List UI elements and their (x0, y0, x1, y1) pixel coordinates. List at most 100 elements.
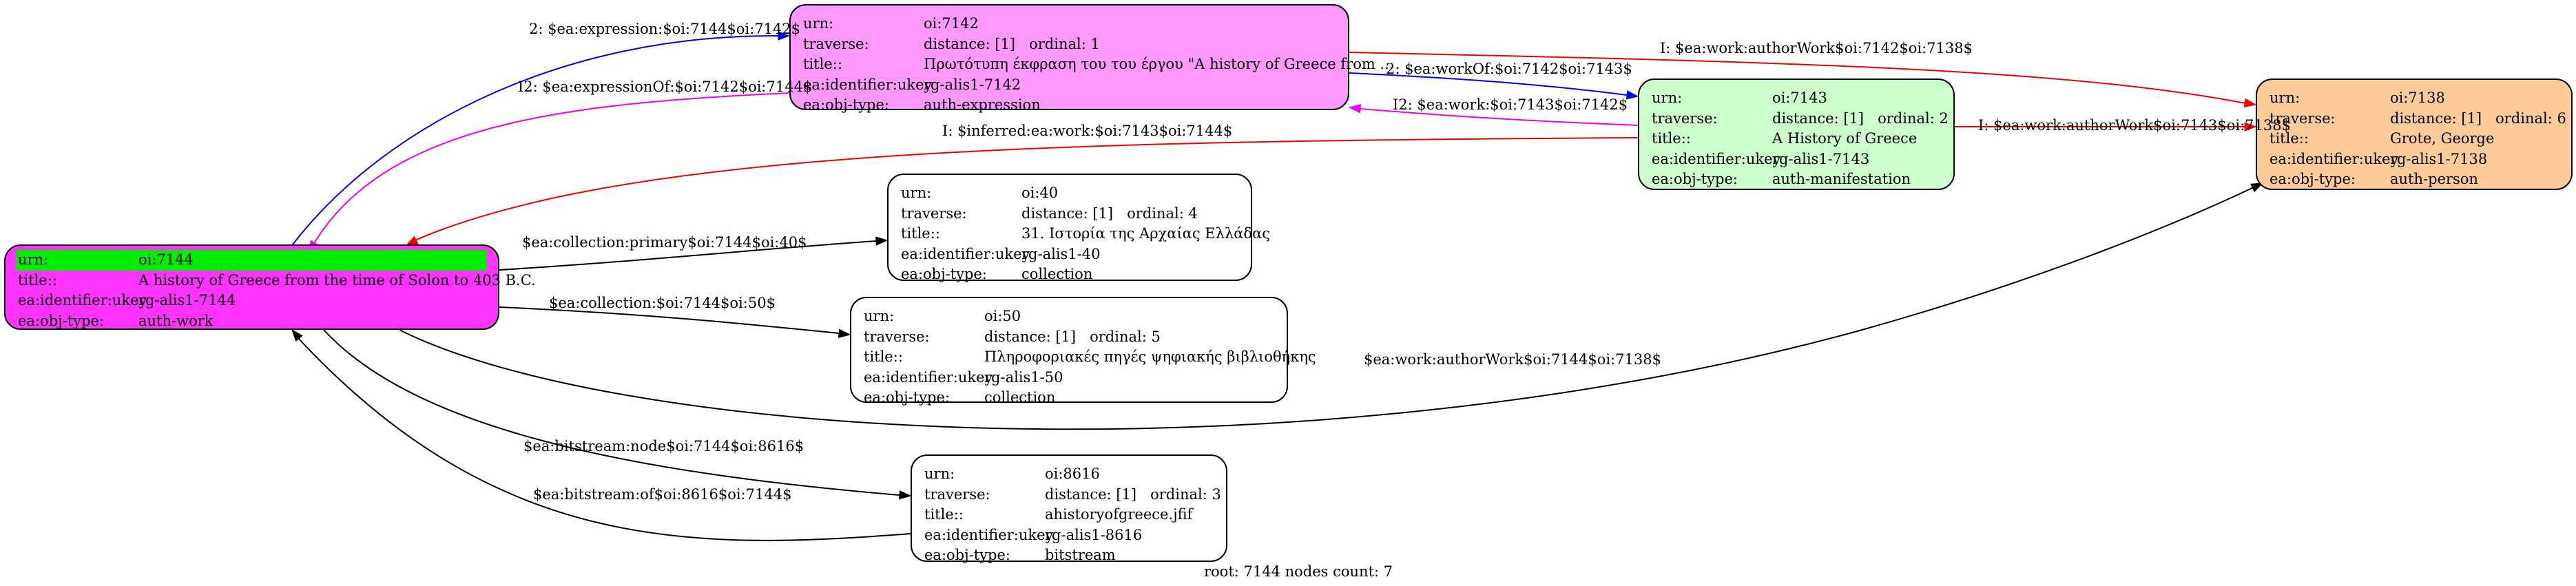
row-traverse: traverse: distance: [1] ordinal: 2 (1652, 109, 1949, 129)
edge-inferred-work (413, 137, 1639, 242)
node-root-7144[interactable]: urn:oi:7144 title::A history of Greece f… (4, 244, 536, 332)
ukey-key: ea:identifier:ukey (803, 76, 933, 93)
node-7143[interactable]: urn:oi:7143 traverse: distance: [1] ordina… (1638, 79, 1955, 190)
title-value: Grote, George (2390, 130, 2495, 147)
row-urn: urn:oi:50 (864, 306, 1274, 327)
edge-label-work-of: 2: $ea:workOf:$oi:7142$oi:7143$ (1386, 61, 1632, 77)
edge-work-of-arrowhead (1625, 90, 1639, 100)
edge-expression (292, 34, 779, 245)
ukey-key: ea:identifier:ukey (901, 245, 1030, 262)
type-value: bitstream (1045, 547, 1116, 563)
distance: distance: [1] (2390, 109, 2482, 127)
distance: distance: [1] (1772, 109, 1865, 127)
edge-label-collection-primary: $ea:collection:primary$oi:7144$oi:40$ (522, 234, 807, 251)
edge-author-work-7142-arrowhead (2243, 98, 2257, 108)
urn-key: urn: (864, 308, 895, 324)
row-traverse: traverse: distance: [1] ordinal: 3 (924, 485, 1221, 505)
distance: distance: [1] (1045, 485, 1137, 503)
ordinal: ordinal: 2 (1878, 109, 1949, 127)
ukey-value: rg-alis1-40 (1021, 245, 1101, 262)
edge-bitstream-node-arrowhead (899, 490, 912, 500)
edge-label-author-work-7142: I: $ea:work:authorWork$oi:7142$oi:7138$ (1660, 40, 1973, 56)
title-value: ahistoryofgreece.jfif (1045, 506, 1193, 523)
ordinal: ordinal: 6 (2495, 109, 2566, 127)
ordinal: ordinal: 4 (1127, 205, 1198, 222)
title-key: title:: (2269, 130, 2309, 147)
ordinal: ordinal: 3 (1150, 485, 1221, 503)
row-urn: urn: oi:7144 (17, 250, 487, 271)
traverse-value: distance: [1] ordinal: 3 (1045, 485, 1221, 505)
edge-author-work-7144-arrowhead (2250, 182, 2264, 193)
edge-author-work-7143-arrowhead (2244, 122, 2257, 132)
type-key: ea:obj-type: (18, 312, 104, 329)
traverse-value: distance: [1] ordinal: 2 (1772, 109, 1949, 129)
edge-label-author-work-7143: I: $ea:work:authorWork$oi:7143$oi:7138$ (1978, 117, 2291, 134)
type-value: auth-manifestation (1772, 171, 1911, 187)
traverse-value: distance: [1] ordinal: 6 (2390, 109, 2566, 129)
title-value: Πληροφοριακές πηγές ψηφιακής βιβλιοθήκης (984, 348, 1316, 365)
edge-collection (499, 306, 840, 334)
node-7138[interactable]: urn:oi:7138 traverse:distance: [1]ordina… (2256, 79, 2573, 190)
row-title: title::A History of Greece (1652, 129, 1941, 149)
row-type: ea:obj-type:bitstream (924, 545, 1214, 566)
edge-author-work-7144 (399, 187, 2254, 430)
edge-label-inferred-work: I: $inferred:ea:work:$oi:7143$oi:7144$ (942, 123, 1233, 139)
edge-expression-arrowhead (778, 31, 791, 41)
row-title: title::ahistoryofgreece.jfif (924, 505, 1214, 525)
row-traverse: traverse:distance: [1]ordinal: 1 (803, 34, 1336, 55)
ukey-key: ea:identifier:ukey (864, 368, 993, 386)
row-urn: urn: oi:40 (901, 183, 1238, 204)
edge-bitstream-of (297, 337, 911, 541)
urn-key: urn: (1652, 90, 1683, 106)
urn-value: oi:7144 (138, 251, 194, 268)
ukey-value: rg-alis1-7138 (2390, 150, 2488, 167)
row-type: ea:obj-type: auth-work (18, 311, 486, 332)
type-value: collection (984, 389, 1056, 406)
title-key: title:: (803, 56, 842, 72)
ukey-key: ea:identifier:ukey (18, 292, 147, 308)
ukey-key: ea:identifier:ukey (2269, 150, 2399, 167)
row-type: ea:obj-type:collection (864, 388, 1274, 408)
traverse-key: traverse: (864, 328, 930, 345)
urn-key: urn: (18, 251, 49, 268)
traverse-key: traverse: (1652, 109, 1718, 127)
row-type: ea:obj-type:auth-expression (803, 95, 1336, 116)
node-7142[interactable]: urn:oi:7142 traverse:distance: [1]ordina… (789, 4, 1393, 113)
urn-value: oi:40 (1021, 185, 1059, 201)
traverse-value: distance: [1]ordinal: 5 (984, 327, 1274, 348)
urn-key: urn: (901, 185, 932, 201)
traverse-key: traverse: (924, 485, 990, 503)
row-title: title::31. Ιστορία της Αρχαίας Ελλάδας (901, 224, 1270, 244)
edge-work-of (1349, 72, 1628, 96)
edge-collection-primary-arrowhead (875, 236, 889, 246)
row-urn: urn:oi:7143 (1652, 88, 1941, 109)
row-traverse: traverse: distance: [1]ordinal: 5 (864, 327, 1274, 348)
urn-value: oi:7142 (924, 15, 979, 32)
type-key: ea:obj-type: (803, 96, 889, 113)
ukey-key: ea:identifier:ukey (924, 526, 1054, 543)
edge-label-bitstream-node: $ea:bitstream:node$oi:7144$oi:8616$ (523, 438, 804, 454)
node-50[interactable]: urn:oi:50 traverse: distance: [1]ordinal:… (850, 297, 1316, 406)
ukey-key: ea:identifier:ukey (1652, 150, 1781, 167)
title-key: title:: (1652, 130, 1691, 147)
edge-author-work-7142 (1349, 52, 2246, 104)
title-value: A History of Greece (1772, 130, 1918, 147)
type-value: auth-work (138, 312, 214, 329)
type-value: collection (1021, 266, 1093, 282)
node-40[interactable]: urn: oi:40 traverse:distance: [1]ordinal:… (887, 174, 1270, 282)
node-8616[interactable]: urn:oi:8616 traverse:distance: [1]ordina… (911, 454, 1227, 563)
edge-work-7143 (1360, 108, 1639, 126)
distance: distance: [1] (984, 328, 1077, 345)
edge-collection-primary (499, 240, 877, 271)
type-key: ea:obj-type: (1652, 171, 1738, 187)
edge-label-expression: 2: $ea:expression:$oi:7144$oi:7142$ (529, 21, 801, 37)
row-traverse: traverse:distance: [1]ordinal: 4 (901, 204, 1238, 224)
ukey-value: rg-alis1-7143 (1772, 150, 1870, 167)
ordinal: ordinal: 1 (1029, 35, 1100, 52)
ukey-value: rg-alis1-50 (984, 368, 1063, 386)
row-type: ea:obj-type: auth-manifestation (1652, 169, 1941, 190)
